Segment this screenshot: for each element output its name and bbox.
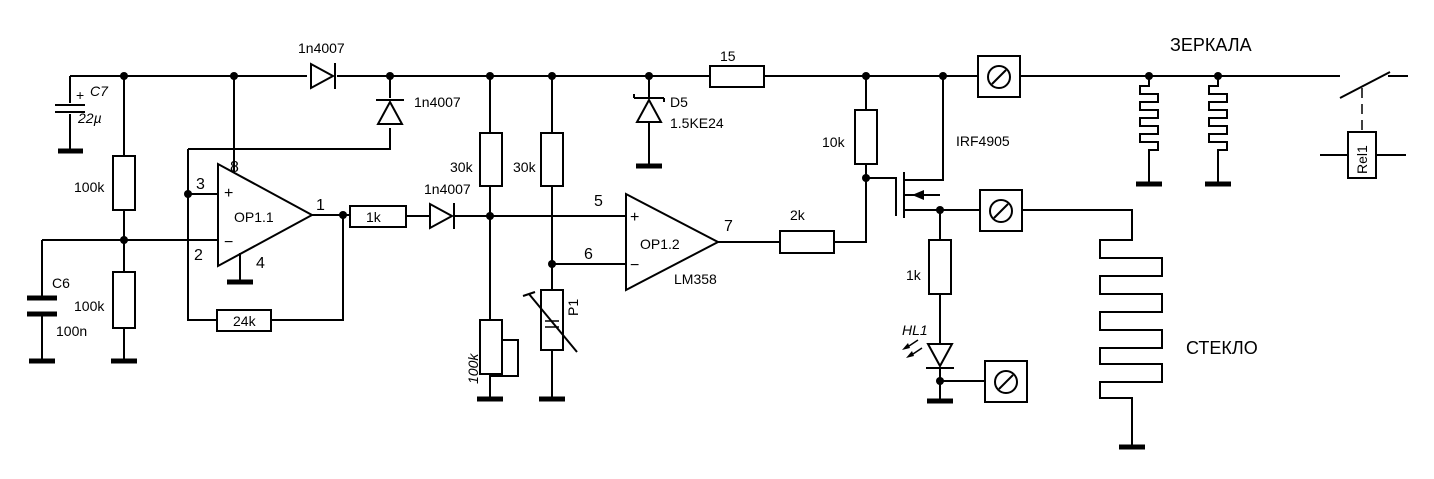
op1-1-label: OP1.1	[234, 209, 274, 225]
r100k-top-label: 100k	[74, 179, 105, 195]
p1-label: P1	[565, 299, 581, 316]
connector-glass	[979, 189, 1133, 232]
mirror-heater-2	[1205, 76, 1231, 187]
op1-2-minus: −	[630, 257, 639, 274]
junction-dots	[120, 72, 1222, 385]
potentiometer-p1: P1	[522, 289, 581, 402]
r1k-led-label: 1k	[906, 267, 922, 283]
pin-3: 3	[196, 176, 205, 193]
resistor-1k-led: 1k	[906, 239, 952, 344]
opamp-op1-1-symbol	[217, 162, 315, 268]
trimmer-label: 100k	[465, 353, 481, 384]
diode-feedback-label: 1n4007	[414, 94, 461, 110]
pin-2: 2	[194, 247, 203, 264]
opamp-op1-2: 5 6 7 + − OP1.2 LM358	[584, 192, 780, 292]
relay-rel1: Rel1	[1320, 71, 1406, 179]
mosfet-irf4905: IRF4905	[866, 76, 1010, 240]
glass-heater	[1099, 230, 1163, 450]
r2k-label: 2k	[790, 207, 806, 223]
capacitor-c7: + C7 22µ	[55, 76, 109, 154]
resistor-15: 15	[709, 48, 765, 88]
opamp-op1-2-symbol	[625, 192, 721, 292]
resistor-10k: 10k	[822, 76, 878, 178]
op1-2-plus: +	[630, 209, 639, 226]
d5-value: 1.5KE24	[670, 115, 724, 131]
diode-output-label: 1n4007	[424, 181, 471, 197]
r1k-label: 1k	[366, 209, 382, 225]
led-hl1: HL1	[902, 322, 985, 404]
op1-1-plus: +	[224, 185, 233, 202]
pin-1: 1	[316, 197, 325, 214]
diode-1n4007-top: 1n4007	[298, 40, 345, 90]
c6-value: 100n	[56, 323, 87, 339]
r15-label: 15	[720, 48, 736, 64]
pin-6: 6	[584, 246, 593, 263]
pin-4: 4	[256, 255, 265, 272]
connector-mirrors	[977, 55, 1021, 98]
mirrors-label: ЗЕРКАЛА	[1170, 35, 1252, 55]
resistor-1k: 1k	[349, 205, 430, 228]
r30k-left-label: 30k	[450, 159, 474, 175]
resistor-30k-right: 30k	[513, 76, 626, 290]
mirror-heater-1	[1136, 76, 1162, 187]
diode-1n4007-output: 1n4007	[424, 181, 628, 230]
resistor-100k-bottom	[112, 271, 136, 329]
connector-led	[984, 360, 1028, 403]
lm358-label: LM358	[674, 271, 717, 287]
glass-label: СТЕКЛО	[1186, 338, 1258, 358]
c7-label: C7	[90, 83, 109, 99]
r100k-bottom-label: 100k	[74, 298, 105, 314]
diode-top-label: 1n4007	[298, 40, 345, 56]
r30k-right-label: 30k	[513, 159, 537, 175]
opamp-op1-1: 8 3 2 1 4 + − OP1.1	[187, 76, 391, 321]
d5-label: D5	[670, 94, 688, 110]
rel1-label: Rel1	[1354, 145, 1370, 174]
svg-text:+: +	[76, 87, 84, 103]
resistor-2k: 2k	[779, 178, 867, 254]
pin-7: 7	[724, 218, 733, 235]
r24k-label: 24k	[233, 313, 257, 329]
resistor-24k: 24k	[216, 215, 344, 332]
hl1-label: HL1	[902, 322, 928, 338]
c6-label: C6	[52, 275, 70, 291]
diode-1n4007-feedback: 1n4007	[376, 76, 461, 125]
resistor-30k-left: 30k	[450, 76, 503, 320]
pin-8: 8	[230, 159, 239, 176]
voltage-divider: 100k 100k	[42, 76, 204, 364]
c7-value: 22µ	[77, 110, 102, 126]
resistor-100k-top	[112, 155, 136, 211]
op1-2-label: OP1.2	[640, 236, 680, 252]
pin-5: 5	[594, 193, 603, 210]
op1-1-minus: −	[224, 234, 233, 251]
mosfet-label: IRF4905	[956, 133, 1010, 149]
diode-d5: D5 1.5KE24	[633, 76, 724, 169]
capacitor-c6: C6 100n	[27, 240, 87, 364]
trimmer-100k: 100k	[465, 319, 519, 402]
r10k-label: 10k	[822, 134, 846, 150]
